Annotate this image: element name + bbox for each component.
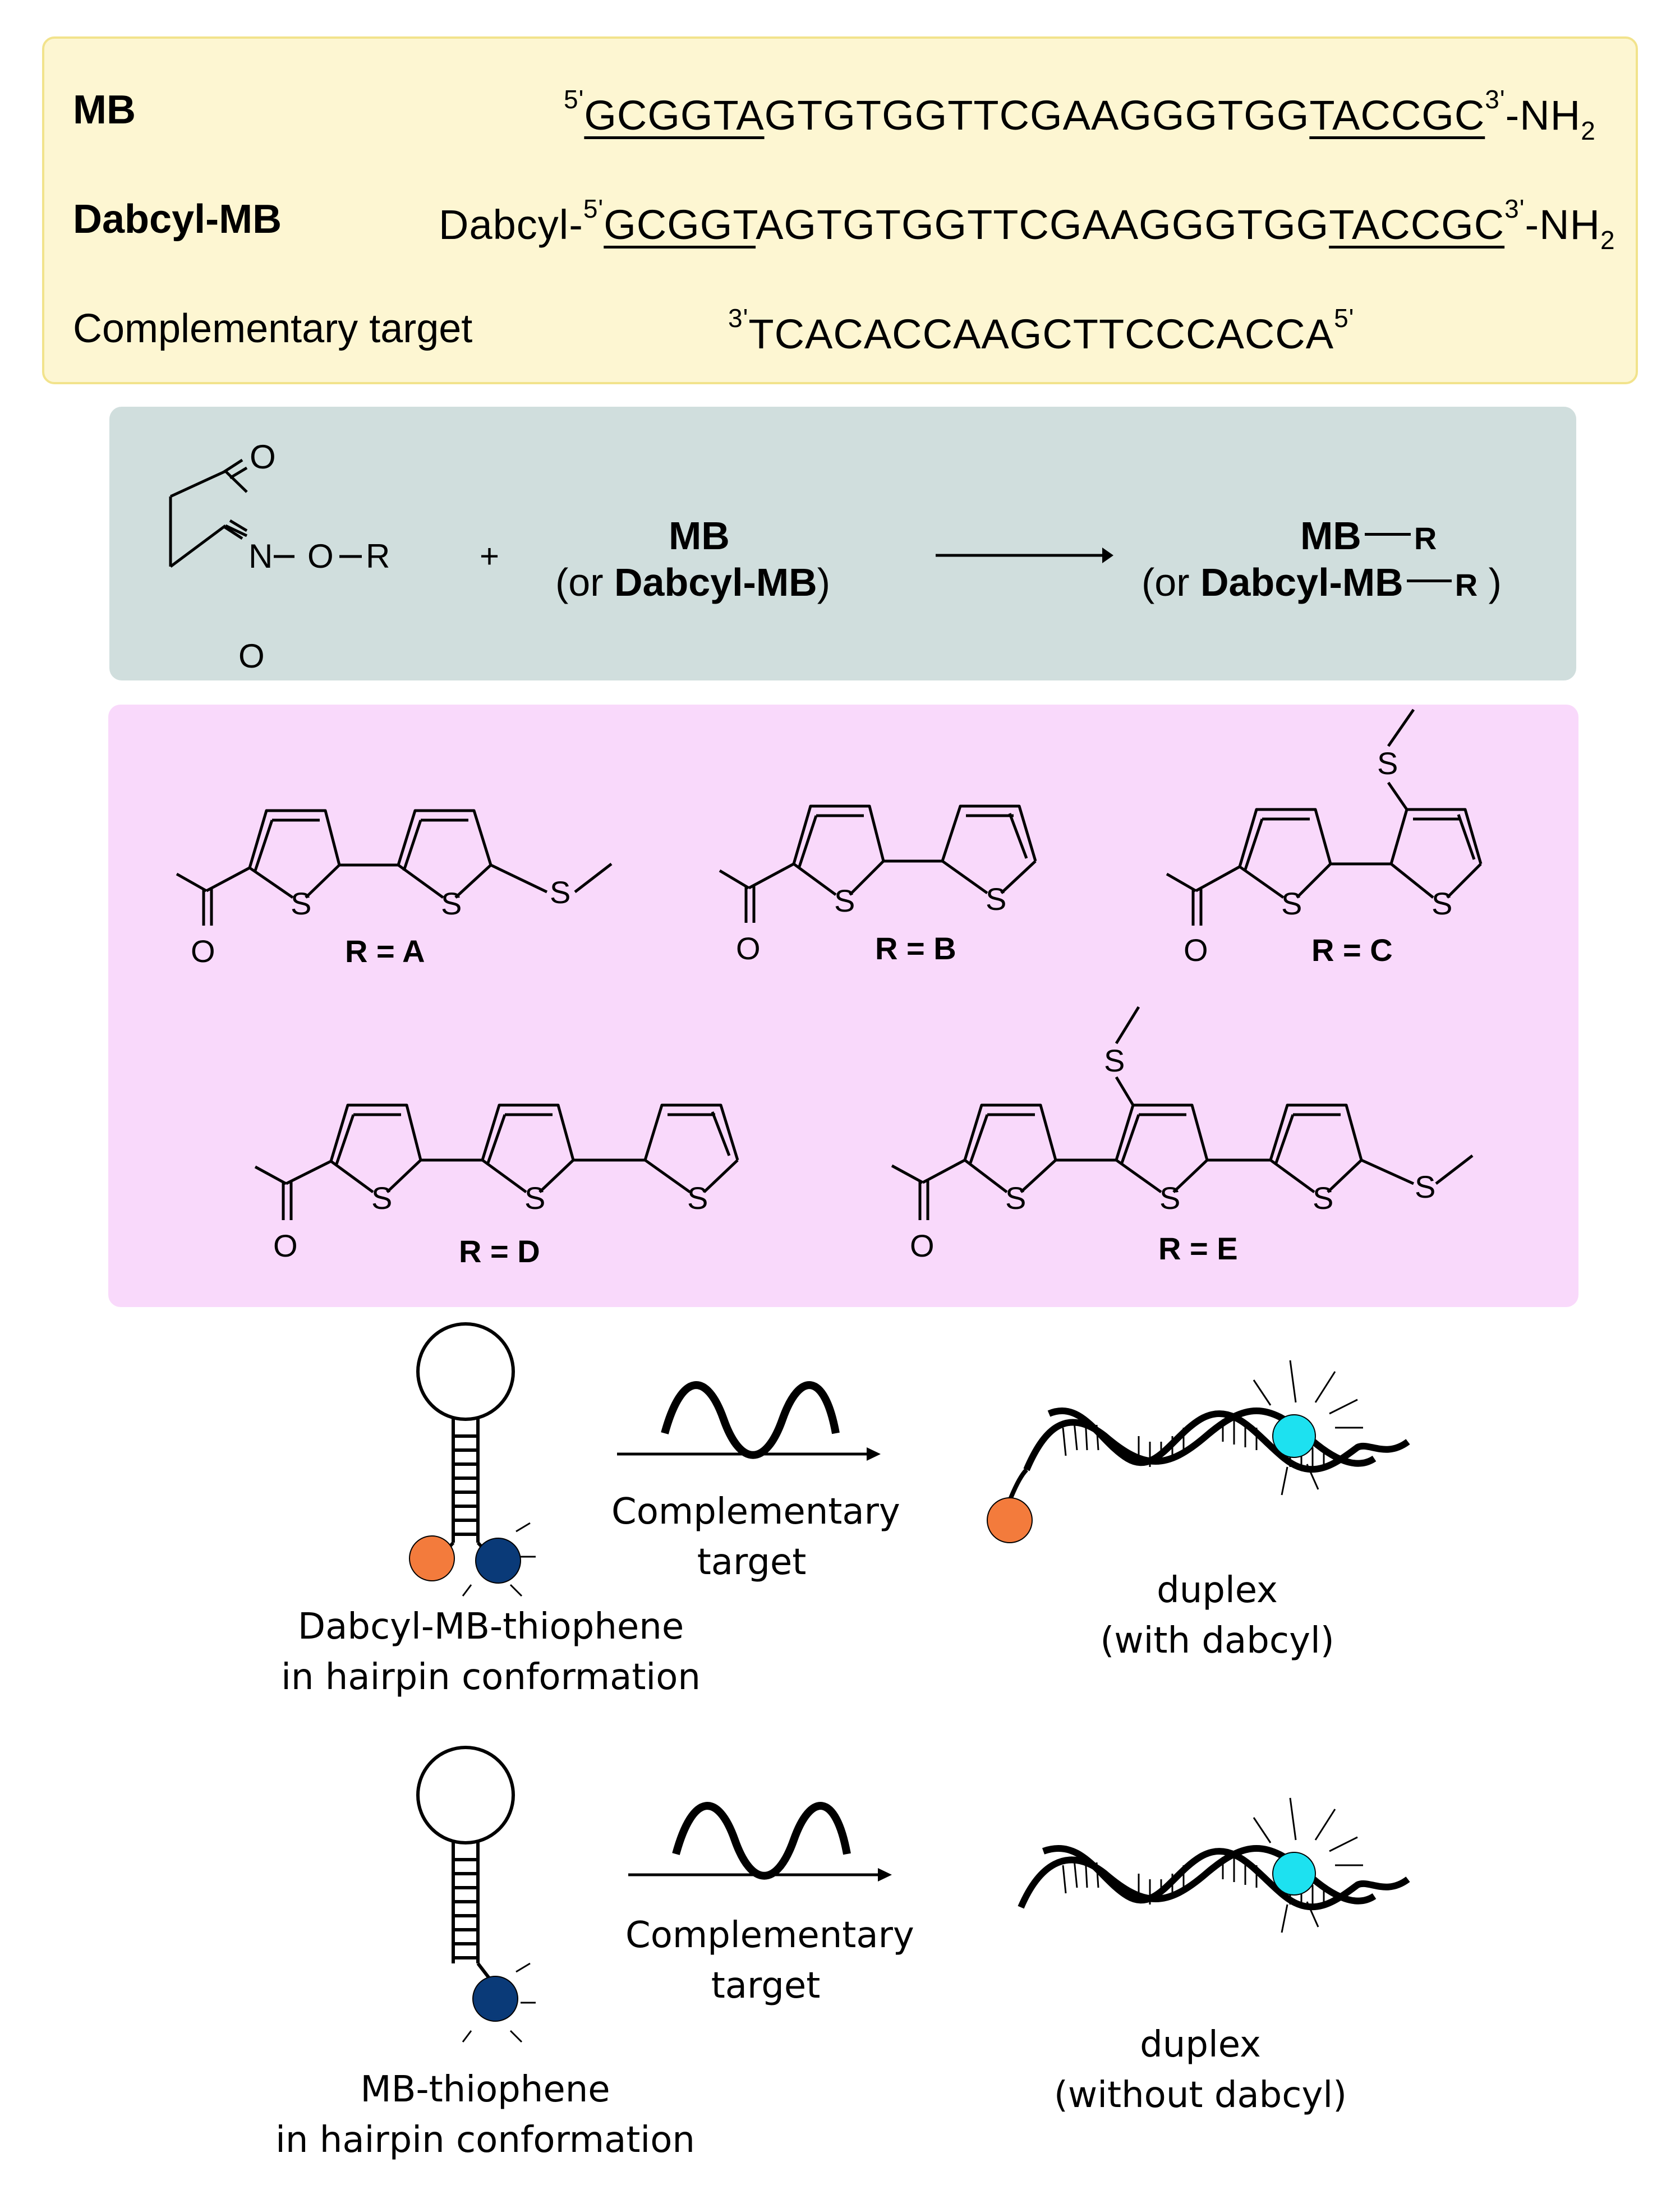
fluorophore-dot-duplex-2 xyxy=(1272,1852,1316,1896)
c-sulfur-1: S xyxy=(1281,886,1302,921)
fluorophore-dot-hairpin-2 xyxy=(472,1976,518,2022)
a-oxygen: O xyxy=(191,933,215,969)
nitrogen: N xyxy=(248,537,273,575)
a-sulfur-3: S xyxy=(550,875,570,910)
b-oxygen: O xyxy=(736,931,761,966)
structure-a xyxy=(176,809,613,926)
fluorophore-dot-hairpin xyxy=(475,1538,521,1584)
sequence-panel xyxy=(42,36,1638,384)
oxo-bottom: O xyxy=(238,637,265,675)
mb-sequence: 5'GCGGTAGTGTGGTTCGAAGGGTGGTACCGC3'-NH2 xyxy=(564,85,1596,145)
target-strand-icon xyxy=(661,1381,840,1459)
e-sulfur-3: S xyxy=(1104,1043,1125,1078)
c-oxygen: O xyxy=(1184,932,1208,968)
r-d-label: R = D xyxy=(459,1234,540,1269)
scheme-with-dabcyl xyxy=(409,1322,1410,1597)
hairpin-probe-dabcyl xyxy=(416,1322,515,1558)
fluorophore-dot-duplex xyxy=(1272,1414,1316,1458)
r-a-label: R = A xyxy=(345,933,425,969)
reactant-alt: (or Dabcyl-MB) xyxy=(555,560,831,604)
duplex-with-dabcyl xyxy=(1007,1407,1410,1502)
structure-c xyxy=(1166,709,1483,926)
quencher-dot-duplex xyxy=(987,1497,1033,1543)
a-sulfur-1: S xyxy=(291,886,311,921)
dabcyl-mb-sequence: Dabcyl-5'GCGGTAGTGTGGTTCGAAGGGTGGTACCGC3… xyxy=(439,194,1615,255)
d-sulfur-1: S xyxy=(371,1180,392,1216)
e-sulfur-1: S xyxy=(1005,1180,1026,1216)
target-strand-icon-2 xyxy=(672,1802,851,1880)
hairpin-glow-dabcyl xyxy=(462,1522,536,1597)
d-sulfur-3: S xyxy=(687,1180,708,1216)
reactant-mb: MB xyxy=(669,514,730,558)
duplex-label-bottom: duplex(without dabcyl) xyxy=(1053,2024,1347,2116)
oxygen-link: O xyxy=(307,537,334,575)
target-label: Complementary target xyxy=(73,306,473,351)
nhs-ester-structure: O N O R O + xyxy=(169,438,1113,675)
c-sulfur-2: S xyxy=(1432,886,1452,921)
r-e-label: R = E xyxy=(1158,1231,1238,1266)
reaction-panel xyxy=(109,407,1576,680)
a-sulfur-2: S xyxy=(441,886,462,921)
e-oxygen: O xyxy=(910,1228,935,1263)
target-sequence: 3'TCACACCAAGCTTCCCACCA5' xyxy=(728,303,1355,357)
d-sulfur-2: S xyxy=(524,1180,545,1216)
hairpin-glow-nodabcyl xyxy=(462,1962,536,2043)
r-b-label: R = B xyxy=(875,931,956,966)
duplex-label-top: duplex(with dabcyl) xyxy=(1100,1570,1334,1662)
e-sulfur-2: S xyxy=(1159,1180,1180,1216)
mb-label: MB xyxy=(73,88,136,132)
b-sulfur-1: S xyxy=(834,883,855,918)
d-oxygen: O xyxy=(273,1228,298,1263)
dabcyl-mb-label: Dabcyl-MB xyxy=(73,197,282,242)
e-sulfur-5: S xyxy=(1415,1169,1435,1204)
structure-d xyxy=(254,1103,739,1220)
scheme-without-dabcyl xyxy=(416,1746,1410,2043)
b-sulfur-2: S xyxy=(986,881,1006,917)
plus-sign: + xyxy=(480,537,499,575)
c-sulfur-3: S xyxy=(1377,746,1398,781)
r-group: R xyxy=(366,537,390,575)
duplex-glow-dabcyl xyxy=(1253,1360,1363,1496)
duplex-glow-nodabcyl xyxy=(1253,1797,1363,1933)
e-sulfur-4: S xyxy=(1313,1180,1333,1216)
hairpin-probe-nodabcyl xyxy=(416,1746,515,1981)
quencher-dot-hairpin xyxy=(409,1535,455,1581)
duplex-without-dabcyl xyxy=(1018,1845,1410,1911)
substituent-structures: O S S S R = A O S S R = B O S S S R = C … xyxy=(176,709,1483,1269)
structure-e xyxy=(891,1006,1474,1220)
oxo-top: O xyxy=(250,438,276,476)
r-c-label: R = C xyxy=(1311,932,1393,968)
structure-b xyxy=(719,804,1037,923)
